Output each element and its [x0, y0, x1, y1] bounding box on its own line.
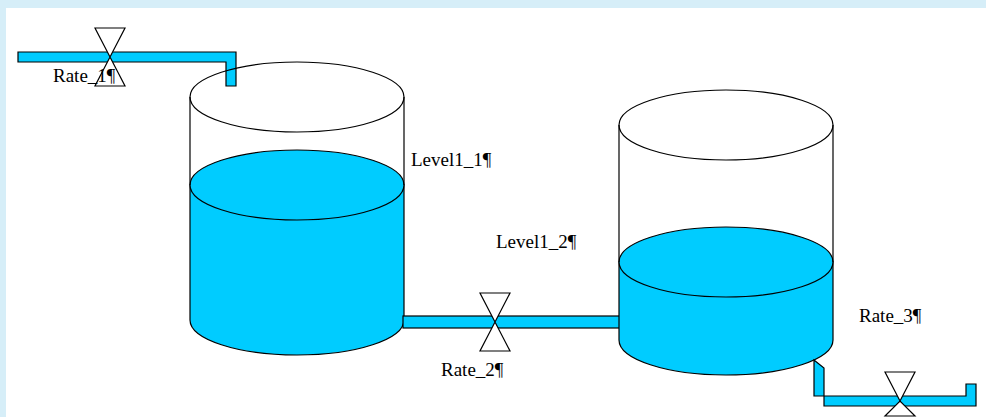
valve-label: Level1_2¶: [495, 232, 577, 253]
valve-label: Level1_1¶: [410, 150, 492, 171]
valve-label: Rate_1¶: [52, 66, 116, 87]
background: [6, 8, 986, 417]
valve-label: Rate_2¶: [440, 360, 504, 381]
valve-label: Rate_3¶: [858, 306, 922, 327]
